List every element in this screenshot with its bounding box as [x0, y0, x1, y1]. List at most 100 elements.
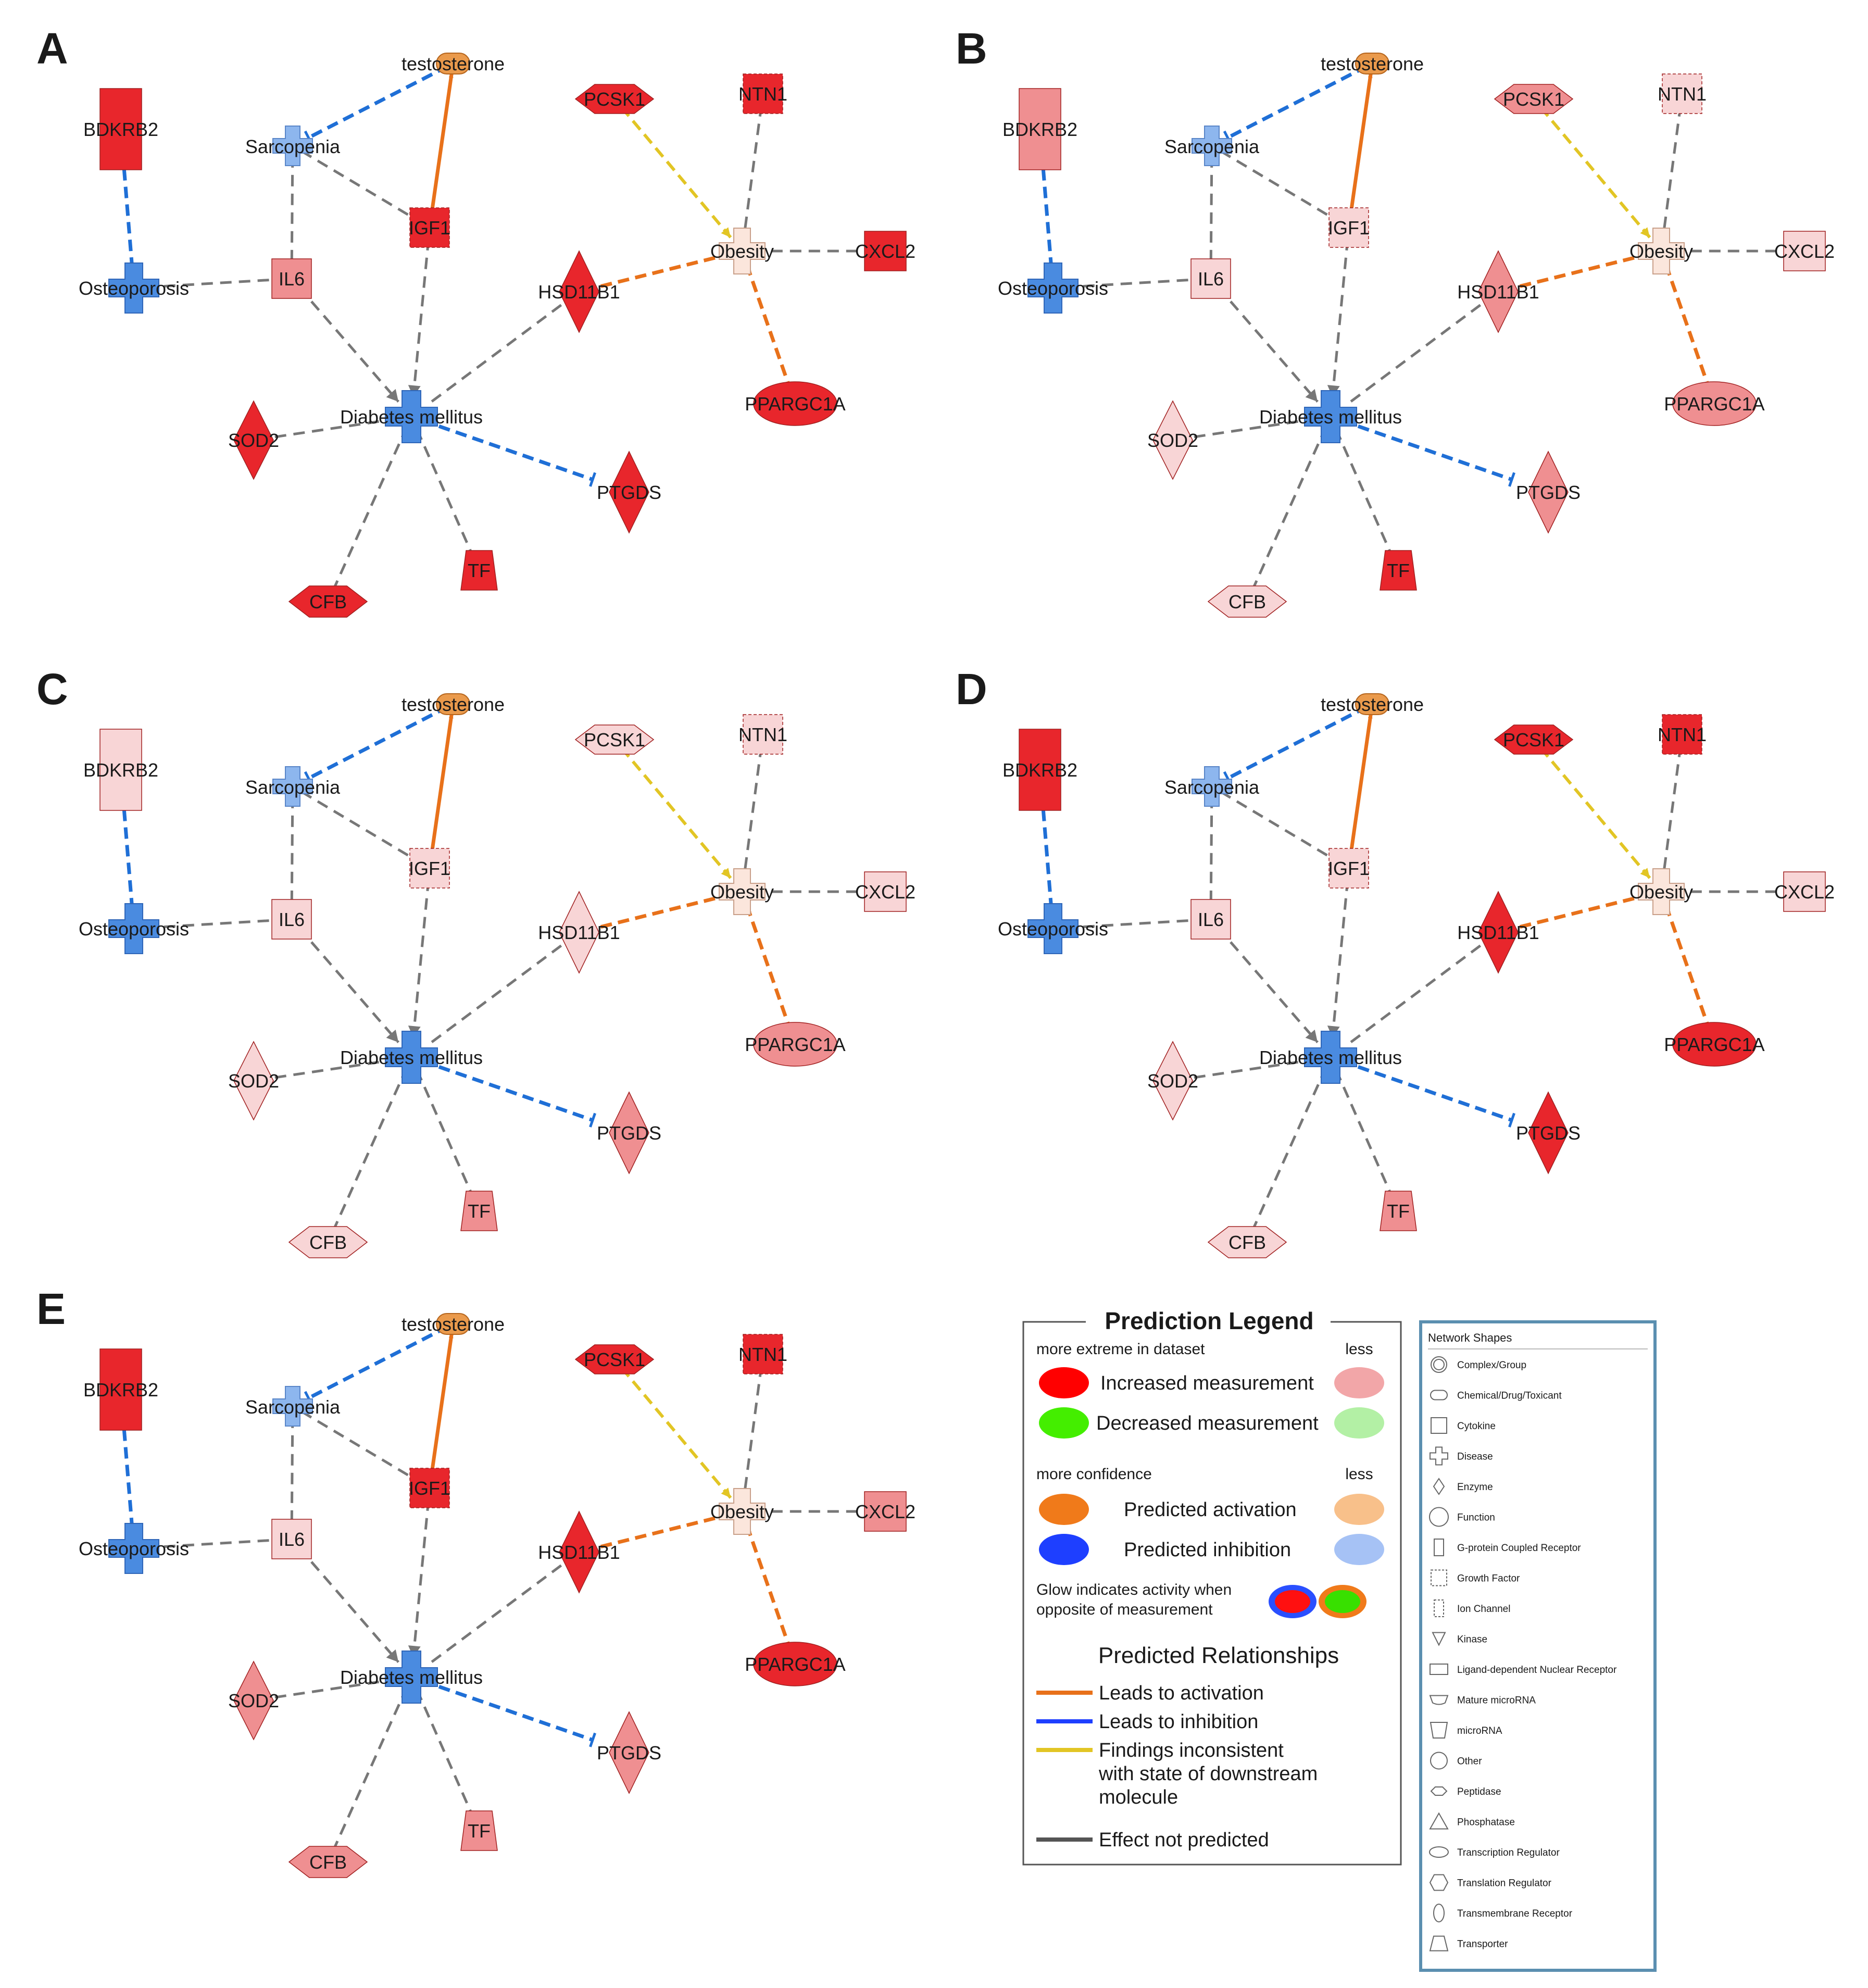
edge-osteoporosis-il6	[145, 1539, 272, 1549]
node-label-obesity: Obesity	[1629, 241, 1693, 262]
edge-cfb-diabetes	[331, 1694, 405, 1852]
node-label-tf: TF	[1387, 560, 1410, 581]
node-label-ppargc1a: PPARGC1A	[745, 1654, 845, 1675]
shape-key-translation-regulator: Translation Regulator	[1429, 1874, 1552, 1891]
edge-igf1-diabetes	[412, 879, 430, 1038]
node-il6	[1190, 258, 1231, 299]
shape-key-other: Other	[1430, 1752, 1482, 1770]
node-label-obesity: Obesity	[710, 881, 774, 903]
node-label-ptgds: PTGDS	[597, 1122, 661, 1144]
node-sod2	[233, 1041, 274, 1121]
nodes: testosteroneSarcopeniaBDKRB2Osteoporosis…	[998, 53, 1835, 618]
edge-ppargc1a-obesity	[746, 908, 793, 1034]
edge-sarcopenia-igf1	[300, 1410, 413, 1479]
edge-pcsk1-obesity	[1539, 747, 1651, 879]
edge-igf1-diabetes	[1331, 239, 1349, 397]
edge-hsd11b1-obesity	[1519, 894, 1645, 929]
edges	[121, 1324, 866, 1852]
node-label-ntn1: NTN1	[1658, 724, 1707, 745]
shape-key-cytokine: Cytokine	[1431, 1417, 1496, 1434]
edge-igf1-testosterone	[429, 72, 454, 217]
node-hsd11b1	[1478, 250, 1519, 333]
node-osteoporosis	[1027, 903, 1079, 954]
node-tf	[1380, 550, 1417, 591]
edge-hsd11b1-diabetes	[426, 1564, 562, 1667]
node-label-ppargc1a: PPARGC1A	[1664, 393, 1764, 415]
node-tf	[460, 1191, 498, 1231]
nodes: testosteroneSarcopeniaBDKRB2Osteoporosis…	[79, 53, 916, 618]
node-label-cxcl2: CXCL2	[1774, 241, 1835, 262]
network-shapes-legend: Network Shapes Complex/GroupChemical/Dru…	[1419, 1320, 1657, 1972]
legend-leads-activation: Leads to activation	[1099, 1682, 1264, 1704]
edge-sod2-diabetes	[274, 1679, 392, 1699]
node-label-obesity: Obesity	[710, 241, 774, 262]
node-label-bdkrb2: BDKRB2	[83, 119, 158, 140]
activation-swatch-weak	[1334, 1494, 1384, 1525]
node-bdkrb2	[1019, 729, 1061, 811]
edge-diabetes-ptgds	[421, 1679, 594, 1742]
node-cxcl2	[864, 231, 907, 271]
shape-key-label: Transmembrane Receptor	[1457, 1908, 1573, 1919]
edge-ntn1-obesity	[743, 1365, 763, 1494]
node-label-osteoporosis: Osteoporosis	[79, 918, 189, 940]
node-label-ppargc1a: PPARGC1A	[745, 393, 845, 415]
edge-ppargc1a-obesity	[1665, 267, 1712, 393]
shape-key-label: Phosphatase	[1457, 1817, 1515, 1828]
increased-swatch-weak	[1334, 1367, 1384, 1398]
legend-inconsistent-line3: molecule	[1099, 1786, 1178, 1808]
node-cfb	[1207, 1226, 1287, 1258]
edge-sarcopenia-il6	[1209, 156, 1213, 259]
node-ntn1	[1662, 714, 1702, 755]
inhibition-bar	[589, 1112, 596, 1128]
edge-sod2-diabetes	[1194, 418, 1311, 439]
node-label-ptgds: PTGDS	[597, 1742, 661, 1764]
edge-testosterone-sarcopenia	[1226, 64, 1368, 140]
shape-key-label: Transporter	[1457, 1939, 1508, 1950]
node-label-osteoporosis: Osteoporosis	[998, 918, 1108, 940]
shape-key-label: Kinase	[1457, 1634, 1487, 1645]
legend-glow-line1: Glow indicates activity when	[1036, 1581, 1232, 1598]
node-ptgds	[609, 451, 649, 534]
node-label-testosterone: testosterone	[402, 1314, 505, 1335]
node-diabetes-mellitus	[385, 390, 438, 443]
node-testosterone	[436, 693, 470, 715]
node-label-cxcl2: CXCL2	[1774, 881, 1835, 903]
legend-leads-inhibition: Leads to inhibition	[1099, 1711, 1258, 1733]
edge-hsd11b1-obesity	[600, 894, 725, 929]
arrowhead	[721, 868, 731, 878]
node-label-il6: IL6	[279, 268, 305, 290]
increased-swatch-strong	[1039, 1367, 1089, 1398]
shape-key-transporter: Transporter	[1429, 1935, 1508, 1952]
edge-cfb-diabetes	[1250, 434, 1324, 592]
node-label-cfb: CFB	[309, 591, 347, 612]
shape-key-label: Ion Channel	[1457, 1604, 1510, 1615]
node-label-igf1: IGF1	[1328, 217, 1370, 239]
legend-more-confidence-label: more confidence	[1036, 1466, 1152, 1483]
node-diabetes-mellitus	[385, 1651, 438, 1704]
shapes-frame	[1419, 1320, 1657, 1972]
node-ppargc1a	[1672, 1022, 1757, 1067]
edge-il6-diabetes	[1217, 286, 1319, 403]
node-testosterone	[1355, 53, 1389, 74]
edge-tf-diabetes	[1337, 434, 1395, 560]
shape-key-peptidase: Peptidase	[1430, 1786, 1501, 1797]
inhibition-bar	[1508, 1112, 1515, 1128]
legend-relationships-title: Predicted Relationships	[1098, 1643, 1339, 1668]
node-label-diabetes: Diabetes mellitus	[340, 406, 483, 428]
node-hsd11b1	[559, 250, 599, 333]
shape-key-label: G-protein Coupled Receptor	[1457, 1543, 1581, 1554]
edge-testosterone-sarcopenia	[307, 64, 449, 140]
node-label-pcsk1: PCSK1	[1503, 89, 1564, 110]
node-obesity	[719, 228, 766, 274]
shape-key-label: Cytokine	[1457, 1421, 1496, 1432]
shape-key-complex-group: Complex/Group	[1431, 1356, 1526, 1373]
edge-hsd11b1-diabetes	[426, 304, 562, 406]
edge-hsd11b1-diabetes	[1345, 944, 1482, 1047]
node-label-sod2: SOD2	[1147, 1070, 1198, 1092]
shape-key-label: Peptidase	[1457, 1786, 1501, 1797]
shape-key-ion-channel: Ion Channel	[1434, 1599, 1510, 1617]
node-obesity	[719, 1488, 766, 1535]
node-pcsk1	[1494, 724, 1574, 755]
node-bdkrb2	[1019, 88, 1061, 170]
node-igf1	[1328, 848, 1369, 889]
